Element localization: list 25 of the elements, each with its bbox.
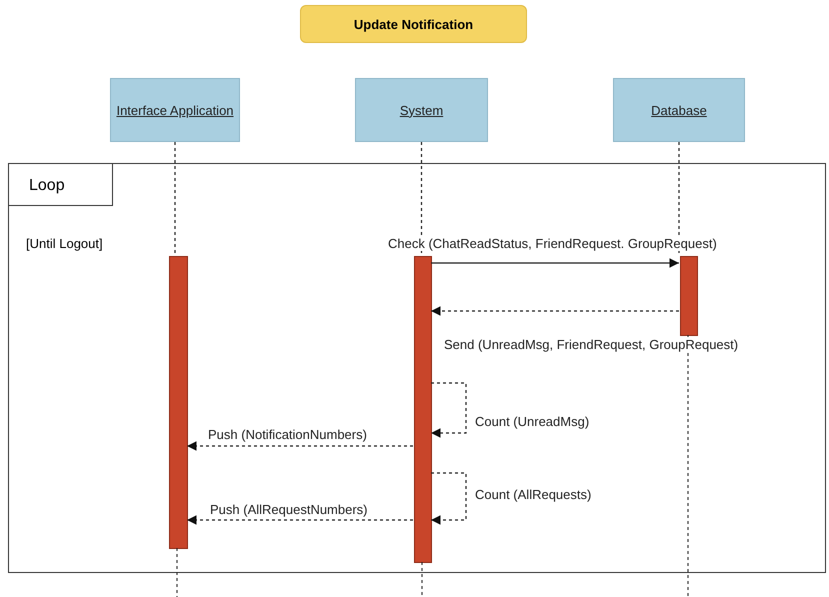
activation-bar: [414, 256, 432, 563]
guard-condition: [Until Logout]: [26, 236, 103, 251]
title-banner: Update Notification: [300, 5, 527, 43]
activation-bar: [169, 256, 188, 549]
self-message-arrow: [431, 472, 467, 525]
lifeline-header: Database: [613, 78, 745, 142]
frame-tab-label: Loop: [9, 164, 113, 206]
edge-label: Count (UnreadMsg): [474, 414, 590, 429]
message-arrow: [431, 306, 679, 316]
lifeline-header: Interface Application: [110, 78, 240, 142]
edge-label: Count (AllRequests): [474, 487, 592, 502]
message-arrow: [187, 515, 413, 525]
message-arrow: [431, 258, 679, 268]
edge-label: Send (UnreadMsg, FriendRequest, GroupRequest): [443, 337, 740, 352]
activation-bar: [680, 256, 698, 336]
edge-label: Push (AllRequestNumbers): [209, 502, 369, 517]
loop-frame: [8, 163, 826, 573]
edge-label: Push (NotificationNumbers): [207, 427, 368, 442]
edge-label: Check (ChatReadStatus, FriendRequest. GroupRequest): [387, 236, 718, 251]
self-message-arrow: [431, 382, 467, 438]
lifeline: [420, 142, 422, 255]
lifeline: [174, 142, 176, 255]
message-arrow: [187, 441, 413, 451]
lifeline: [678, 142, 680, 255]
lifeline-header: System: [355, 78, 488, 142]
